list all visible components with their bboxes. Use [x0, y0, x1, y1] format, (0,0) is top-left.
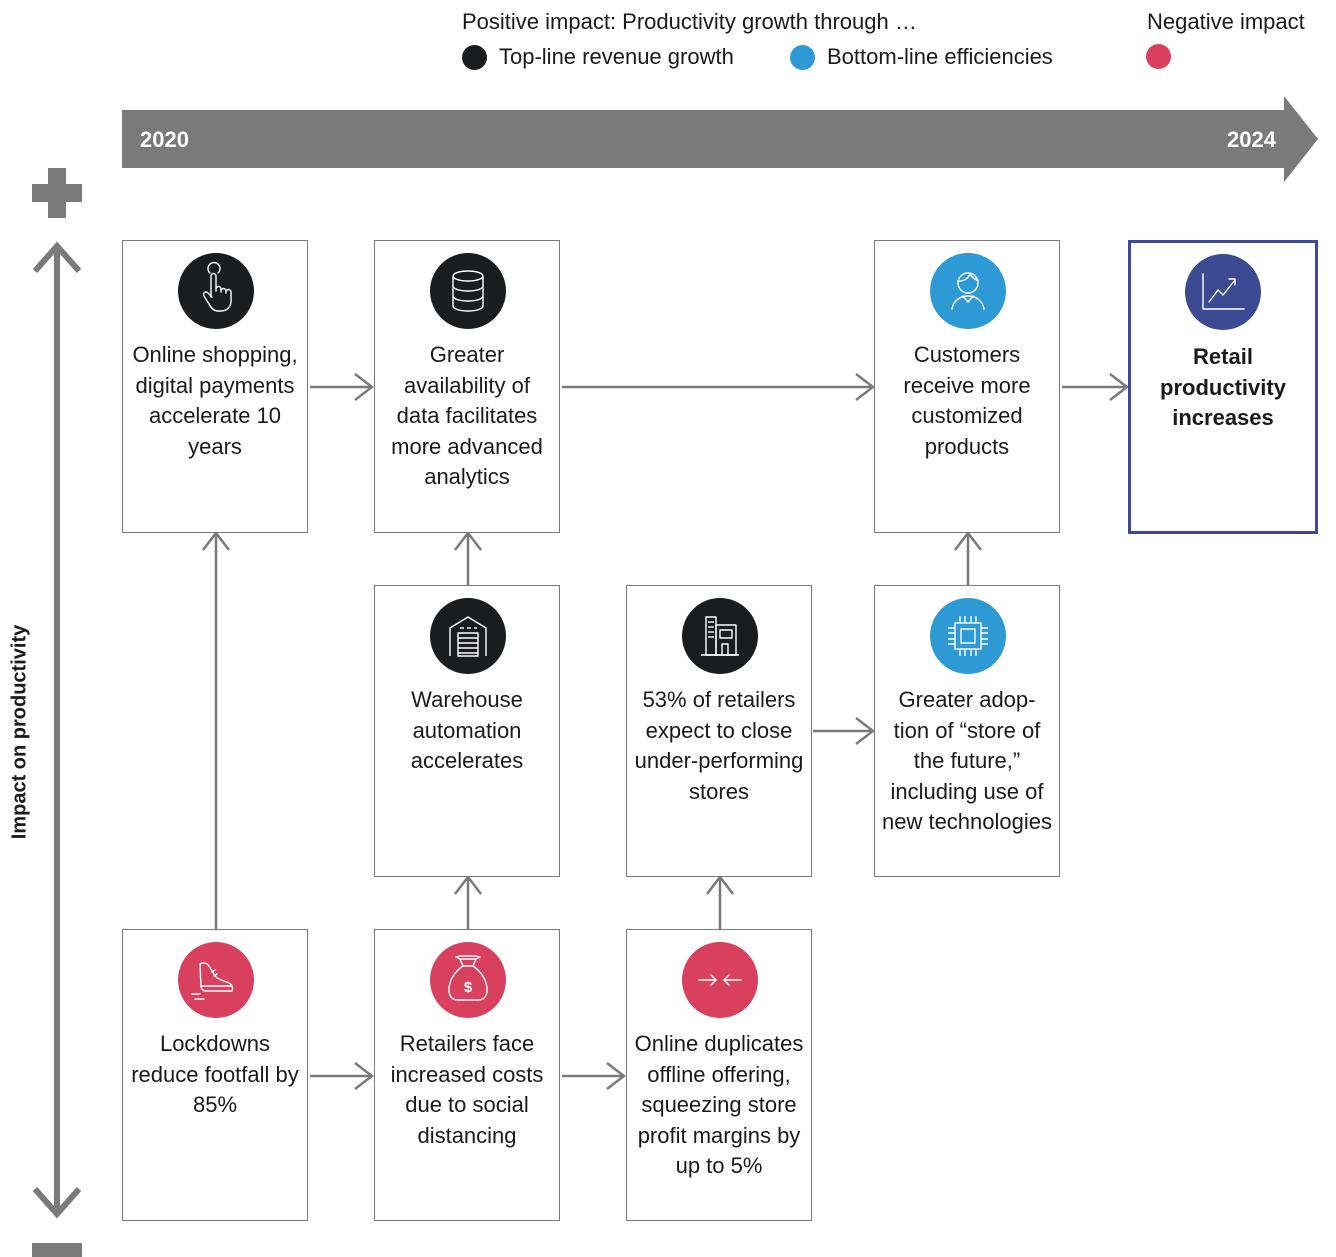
- box-future-text: Greater adop-tion of “store of the futur…: [881, 687, 1052, 834]
- box-lockdowns-text: Lockdowns reduce footfall by 85%: [131, 1031, 299, 1117]
- minus-icon: [32, 1243, 82, 1257]
- legend-item-top-line: Top-line revenue growth: [462, 44, 734, 70]
- box-warehouse: Warehouse automation accelerates: [374, 585, 560, 877]
- money-bag-icon: $: [430, 942, 506, 1018]
- timeline-arrow: [122, 96, 1318, 182]
- hand-pointer-icon: [178, 253, 254, 329]
- legend-label-bottom-line: Bottom-line efficiencies: [827, 44, 1053, 69]
- legend-item-bottom-line: Bottom-line efficiencies: [790, 44, 1053, 70]
- box-warehouse-text: Warehouse automation accelerates: [410, 687, 524, 773]
- shoe-icon: [178, 942, 254, 1018]
- red-dot-icon: [1146, 44, 1171, 69]
- database-icon: [430, 253, 506, 329]
- chip-icon: [930, 598, 1006, 674]
- legend-label-top-line: Top-line revenue growth: [499, 44, 734, 69]
- productivity-axis: [32, 168, 82, 1257]
- warehouse-icon: [430, 598, 506, 674]
- box-retail-productivity: Retail productivity increases: [1128, 240, 1318, 534]
- box-costs-text: Retailers face increased costs due to so…: [390, 1031, 544, 1148]
- box-stores-text: 53% of retailers expect to close under-p…: [634, 687, 804, 804]
- squeeze-arrows-icon: [682, 942, 758, 1018]
- store-building-icon: [682, 598, 758, 674]
- box-duplicates-text: Online duplicates offline offering, sque…: [634, 1031, 804, 1178]
- box-store-closures: 53% of retailers expect to close under-p…: [626, 585, 812, 877]
- box-store-of-future: Greater adop-tion of “store of the futur…: [874, 585, 1060, 877]
- box-data-text: Greater availability of data facilitates…: [391, 342, 543, 489]
- growth-chart-icon: [1185, 254, 1261, 330]
- box-social-distancing-costs: $ Retailers face increased costs due to …: [374, 929, 560, 1221]
- box-online-text: Online shopping, digital payments accele…: [132, 342, 298, 459]
- box-online-duplicates: Online duplicates offline offering, sque…: [626, 929, 812, 1221]
- svg-text:$: $: [464, 979, 473, 996]
- plus-icon: [32, 168, 82, 218]
- box-lockdowns: Lockdowns reduce footfall by 85%: [122, 929, 308, 1221]
- box-customers: Customers receive more customized produc…: [874, 240, 1060, 533]
- blue-dot-icon: [790, 44, 815, 70]
- box-customers-text: Customers receive more customized produc…: [903, 342, 1031, 459]
- timeline-end: 2024: [1227, 127, 1276, 152]
- person-icon: [930, 253, 1006, 329]
- legend-negative-label: Negative impact: [1147, 9, 1305, 34]
- box-online-shopping: Online shopping, digital payments accele…: [122, 240, 308, 533]
- legend-title: Positive impact: Productivity growth thr…: [462, 9, 917, 34]
- box-retail-text: Retail productivity increases: [1160, 344, 1286, 430]
- black-dot-icon: [462, 44, 487, 70]
- timeline-start: 2020: [140, 127, 189, 152]
- box-data-analytics: Greater availability of data facilitates…: [374, 240, 560, 533]
